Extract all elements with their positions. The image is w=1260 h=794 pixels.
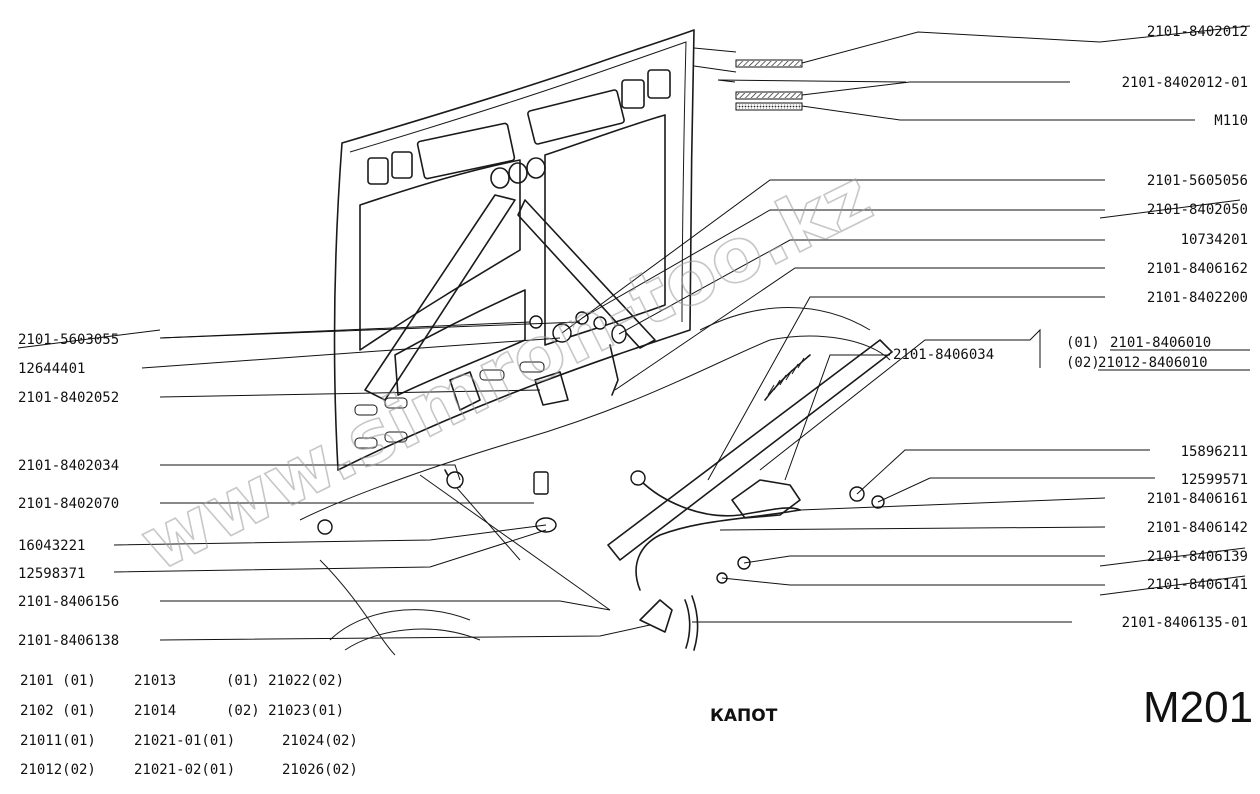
- leader-lines: [17, 25, 1251, 641]
- callout-r9: 12599571: [1181, 472, 1248, 488]
- app-r2-c1: 21021-01(01): [134, 733, 235, 749]
- callout-inner: 2101-8406034: [893, 347, 994, 363]
- callout-r10: 2101-8406161: [1147, 491, 1248, 507]
- variant-part-0: 2101-8406010: [1110, 335, 1211, 351]
- variant-tag-0: (01): [1066, 335, 1100, 351]
- diagram-title: КАПОТ: [710, 706, 778, 726]
- callout-r2: M110: [1214, 113, 1248, 129]
- seal-strips: [693, 47, 803, 111]
- app-r2-c0: 21011(01): [20, 733, 96, 749]
- callout-r8: 15896211: [1181, 444, 1248, 460]
- callout-l8: 2101-8406138: [18, 633, 119, 649]
- callout-l4: 2101-8402070: [18, 496, 119, 512]
- callout-r3: 2101-5605056: [1147, 173, 1248, 189]
- callout-l3: 2101-8402034: [18, 458, 119, 474]
- callout-l0: 2101-5603055: [18, 332, 119, 348]
- callout-r6: 2101-8406162: [1147, 261, 1248, 277]
- hood-drawing: [333, 29, 695, 471]
- callout-r7: 2101-8402200: [1147, 290, 1248, 306]
- callout-r0: 2101-8402012: [1147, 24, 1248, 40]
- diagram-code: M201: [1143, 683, 1253, 732]
- app-r3-c1: 21021-02(01): [134, 762, 235, 778]
- applicability-table: 2101 (01) 21013 (01) 21022(02) 2102 (01)…: [20, 673, 358, 778]
- app-r3-c0: 21012(02): [20, 762, 96, 778]
- callout-r14: 2101-8406135-01: [1122, 615, 1248, 631]
- app-r0-c1: 21013: [134, 673, 176, 689]
- variant-part-1: 21012-8406010: [1098, 355, 1208, 371]
- callouts-left: 2101-5603055 12644401 2101-8402052 2101-…: [18, 332, 119, 649]
- callout-r5: 10734201: [1181, 232, 1248, 248]
- app-r2-c2: 21024(02): [282, 733, 358, 749]
- app-r0-c2: (01) 21022(02): [226, 673, 344, 689]
- app-r1-c0: 2102 (01): [20, 703, 96, 719]
- app-r3-c2: 21026(02): [282, 762, 358, 778]
- variant-tag-1: (02): [1066, 355, 1100, 371]
- callout-l5: 16043221: [18, 538, 85, 554]
- app-r0-c0: 2101 (01): [20, 673, 96, 689]
- app-r1-c2: (02) 21023(01): [226, 703, 344, 719]
- callout-r13: 2101-8406141: [1147, 577, 1248, 593]
- callout-l6: 12598371: [18, 566, 85, 582]
- callout-r11: 2101-8406142: [1147, 520, 1248, 536]
- callout-r4: 2101-8402050: [1147, 202, 1248, 218]
- callout-l2: 2101-8402052: [18, 390, 119, 406]
- variant-group: 2101-8406034 (01) 2101-8406010 (02) 2101…: [893, 335, 1250, 371]
- app-r1-c1: 21014: [134, 703, 176, 719]
- watermark: www.simron-too.kz: [128, 153, 885, 588]
- body-drawing: [299, 307, 893, 656]
- callout-r1: 2101-8402012-01: [1122, 75, 1248, 91]
- callout-r12: 2101-8406139: [1147, 549, 1248, 565]
- callout-l1: 12644401: [18, 361, 85, 377]
- callout-l7: 2101-8406156: [18, 594, 119, 610]
- callouts-right: 2101-8402012 2101-8402012-01 M110 2101-5…: [1122, 24, 1248, 631]
